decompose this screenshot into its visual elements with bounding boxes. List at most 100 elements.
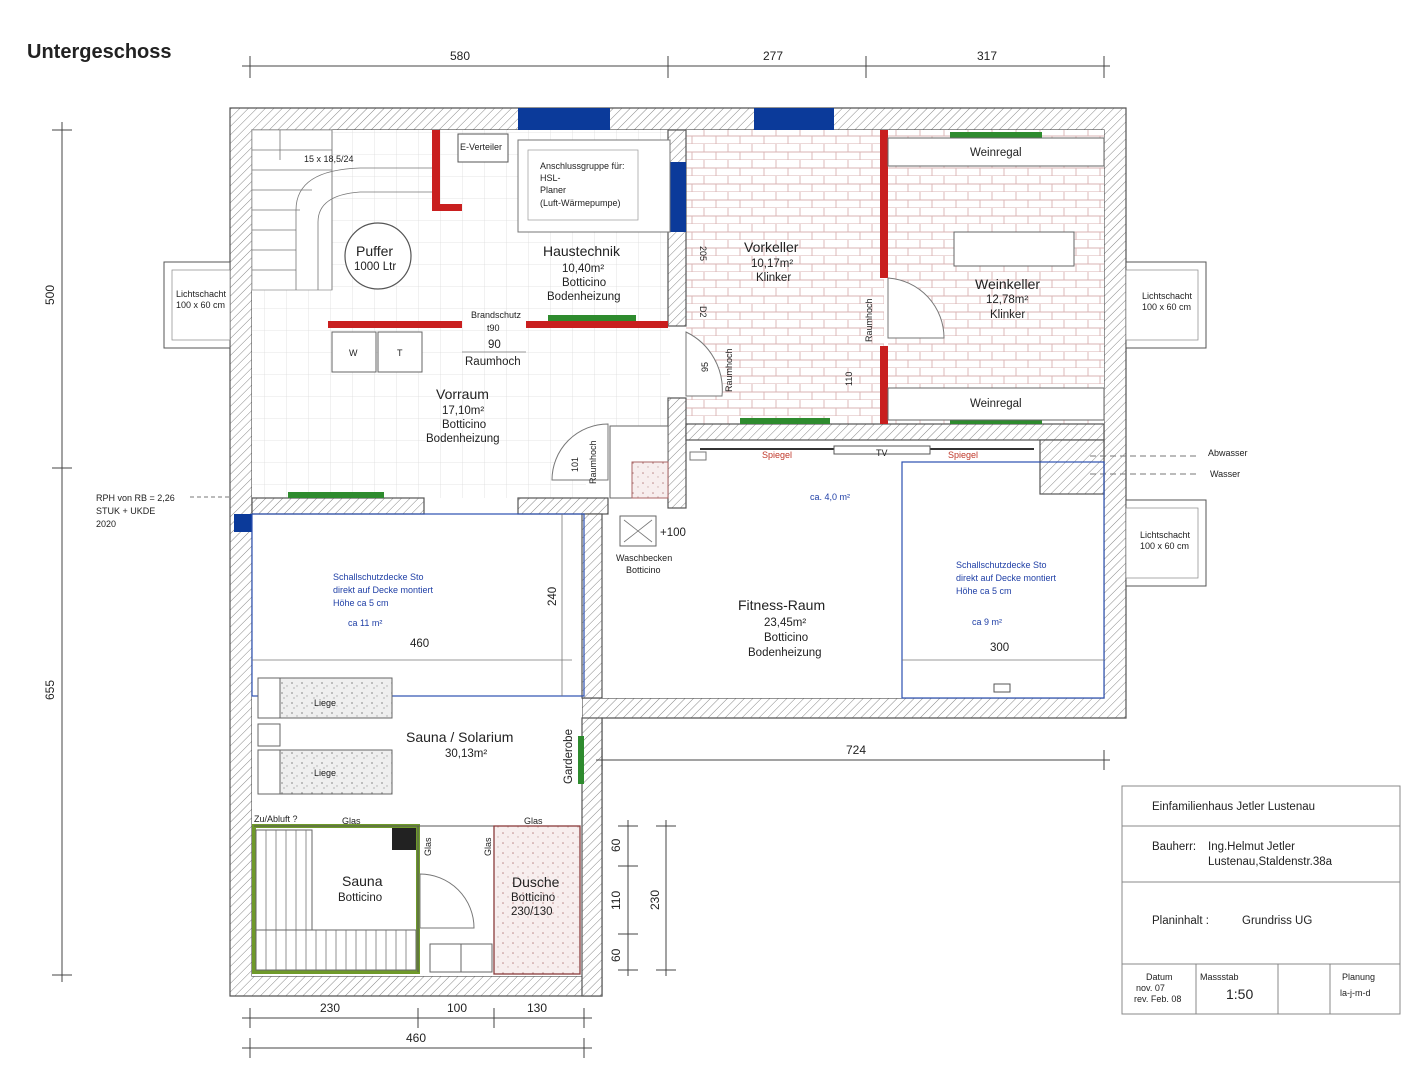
tb-datum-label: Datum	[1146, 972, 1173, 982]
window-side-2	[234, 514, 252, 532]
zuabluft-label: Zu/Abluft ?	[254, 814, 298, 824]
raumhoch-label-1: Raumhoch	[465, 356, 521, 368]
schallschutz-zone-left	[251, 513, 585, 697]
green-2	[548, 315, 636, 321]
raumhoch-label-4: Raumhoch	[864, 298, 874, 342]
tb-project: Einfamilienhaus Jetler Lustenau	[1152, 801, 1315, 813]
dusche-dimensions: 60 110 60 230	[609, 820, 676, 976]
vorraum-area: 17,10m²	[442, 405, 484, 417]
red-wall-4	[526, 321, 668, 328]
puffer-name: Puffer	[356, 243, 393, 259]
dim-vk-110: 110	[844, 372, 854, 386]
spiegel-right: Spiegel	[948, 450, 978, 460]
dusche-area	[493, 825, 581, 975]
anschluss-box	[517, 139, 671, 233]
door-swing-vorraum	[551, 423, 609, 481]
glas-label-2: Glas	[423, 837, 433, 856]
fitness-heat: Bodenheizung	[748, 647, 822, 659]
dryer-box	[377, 331, 423, 373]
green-1	[950, 132, 1042, 138]
dim-top-3: 317	[977, 49, 997, 63]
vorraum-heat: Bodenheizung	[426, 433, 500, 445]
anschluss-line-4: (Luft-Wärmepumpe)	[540, 198, 621, 208]
rph-line-3: 2020	[96, 519, 116, 529]
dim-door-95: 95	[700, 362, 710, 372]
dim-blue-300: 300	[990, 642, 1009, 654]
red-wall-2	[432, 204, 462, 211]
door-swing-vorkeller	[685, 331, 723, 397]
weinkeller-table	[953, 231, 1075, 267]
wall-vorraum-bottom-2	[517, 497, 609, 515]
brandschutz-label: Brandschutz	[471, 310, 522, 320]
dim-right-230: 230	[648, 890, 662, 910]
rph-line-2: STUK + UKDE	[96, 506, 155, 516]
liege-2: Liege	[257, 749, 393, 795]
dusche-floor: Botticino	[511, 892, 555, 904]
left-dimensions: 500 655	[43, 122, 72, 982]
liege-2-label: Liege	[314, 768, 336, 778]
waschbecken-line-2: Botticino	[626, 565, 661, 575]
red-wall-5	[880, 130, 888, 278]
lichtschacht-right-1-title: Lichtschacht	[1142, 291, 1193, 301]
title-block: Einfamilienhaus Jetler Lustenau Bauherr:…	[1121, 785, 1401, 1015]
ca9-label: ca 9 m²	[972, 617, 1002, 627]
rph-note: RPH von RB = 2,26 STUK + UKDE 2020	[96, 493, 230, 529]
ca4-label: ca. 4,0 m²	[810, 492, 850, 502]
top-dimensions: 580 277 317	[242, 49, 1110, 78]
dim-blue-460: 460	[410, 638, 429, 650]
red-wall-3	[328, 321, 462, 328]
lichtschacht-right-1: Lichtschacht 100 x 60 cm	[1125, 261, 1207, 349]
dusche-name: Dusche	[512, 874, 560, 890]
raumhoch-label-2: Raumhoch	[724, 348, 734, 392]
wall-garderobe	[581, 513, 603, 699]
window-side-1	[668, 162, 686, 232]
e-verteiler-box	[457, 133, 509, 163]
waschbecken-line-1: Waschbecken	[616, 553, 672, 563]
dim-left-2: 655	[43, 680, 57, 700]
sauna-floor: Botticino	[338, 892, 382, 904]
schallschutz-left-2: direkt auf Decke montiert	[333, 585, 434, 595]
anschluss-line-1: Anschlussgruppe für:	[540, 161, 625, 171]
tb-massstab-label: Massstab	[1200, 972, 1239, 982]
lichtschacht-left-title: Lichtschacht	[176, 289, 227, 299]
wall-vorraum-right	[667, 397, 687, 509]
fitness-floor: Botticino	[764, 632, 808, 644]
lichtschacht-right-1-size: 100 x 60 cm	[1142, 302, 1191, 312]
stair-label: 15 x 18,5/24	[304, 154, 354, 164]
lichtschacht-left: Lichtschacht 100 x 60 cm	[163, 261, 231, 349]
tb-planinhalt-label: Planinhalt :	[1152, 915, 1209, 927]
dim-top-1: 580	[450, 49, 470, 63]
weinregal-top	[887, 137, 1105, 167]
wall-vorraum-bottom	[251, 497, 425, 515]
tb-datum-2: rev. Feb. 08	[1134, 994, 1181, 1004]
waschbecken-box	[619, 515, 657, 547]
raumhoch-label-3: Raumhoch	[588, 440, 598, 484]
vorkeller-area: 10,17m²	[751, 258, 793, 270]
ca11-label: ca 11 m²	[348, 618, 382, 628]
wall-right-block	[1039, 439, 1105, 495]
lichtschacht-right-2-title: Lichtschacht	[1140, 530, 1191, 540]
dim-d2: D2	[698, 306, 708, 318]
weinregal-bottom-label: Weinregal	[970, 398, 1022, 410]
weinregal-top-label: Weinregal	[970, 147, 1022, 159]
dusche-size: 230/130	[511, 906, 553, 918]
schallschutz-zone-right	[901, 461, 1105, 699]
wasser-label: Wasser	[1210, 469, 1240, 479]
wall-cellar-bottom	[685, 423, 1105, 441]
tb-massstab-value: 1:50	[1226, 986, 1253, 1002]
dim-bottom-130: 130	[527, 1001, 547, 1015]
haustechnik-heat: Bodenheizung	[547, 291, 621, 303]
dryer-label: T	[397, 348, 403, 358]
dim-door-90: 90	[488, 339, 501, 351]
window-top-1	[518, 108, 610, 130]
dim-bottom-460: 460	[406, 1031, 426, 1045]
weinkeller-floor: Klinker	[990, 309, 1025, 321]
lichtschacht-right-2: Lichtschacht 100 x 60 cm	[1125, 499, 1207, 587]
puffer-tank	[344, 222, 412, 290]
plus100-label: +100	[660, 527, 686, 539]
tb-planung-value: la-j-m-d	[1340, 988, 1371, 998]
middle-dimension: 724	[596, 743, 1110, 770]
dim-top-2: 277	[763, 49, 783, 63]
dim-bottom-230: 230	[320, 1001, 340, 1015]
weinregal-bottom	[887, 387, 1105, 421]
